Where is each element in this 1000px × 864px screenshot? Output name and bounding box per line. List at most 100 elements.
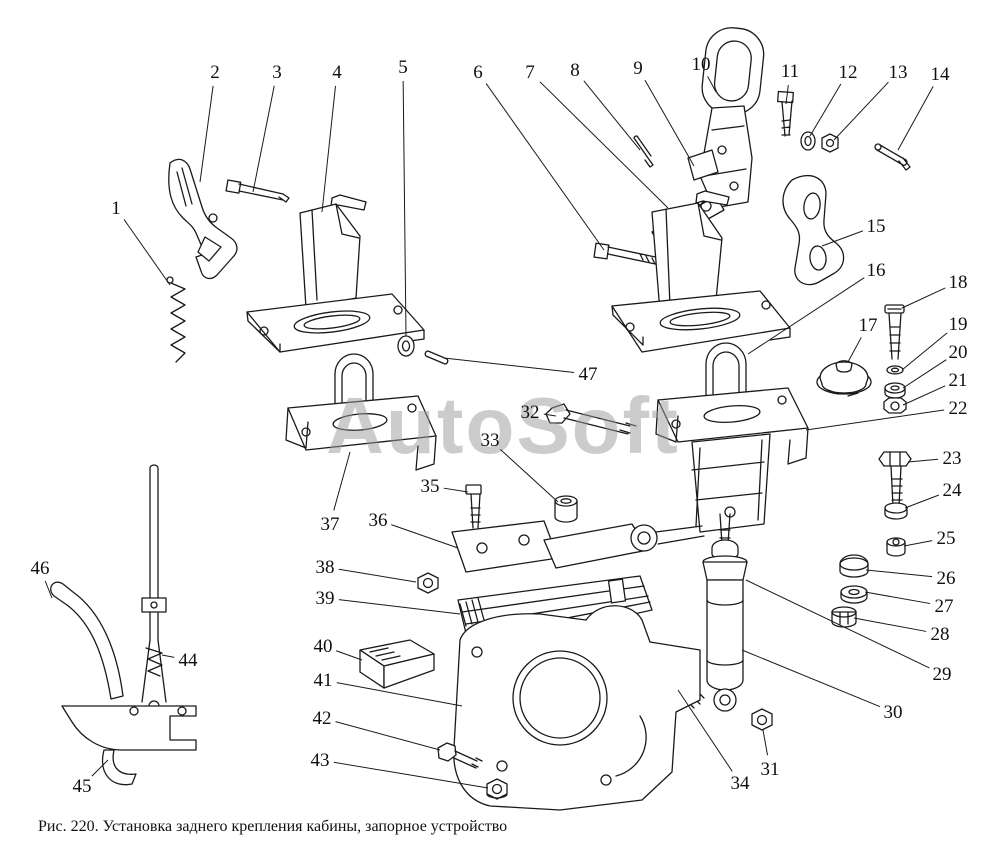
leader-line-2	[199, 85, 214, 183]
pin-part47	[424, 350, 449, 365]
guard-panel-part41	[453, 605, 701, 811]
leader-line-29	[745, 579, 930, 669]
bolt-part35	[465, 484, 482, 529]
leader-line-47	[443, 357, 575, 373]
leader-line-16	[747, 277, 865, 355]
leader-line-31	[762, 729, 769, 756]
nut-part21	[883, 397, 907, 414]
callout-label-45: 45	[73, 776, 92, 797]
callout-label-39: 39	[316, 588, 335, 609]
leader-line-10	[707, 76, 717, 93]
callout-label-7: 7	[525, 62, 535, 83]
nut-part31	[751, 708, 773, 731]
leader-line-14	[897, 86, 934, 151]
bracket-part4	[246, 194, 425, 353]
callout-label-9: 9	[633, 58, 643, 79]
leader-line-11	[785, 84, 789, 105]
nut-part28	[831, 606, 857, 628]
hook-bracket-part15	[782, 175, 845, 286]
hand-lever-part46	[50, 581, 124, 700]
bolt-part11	[777, 90, 794, 137]
leader-line-43	[333, 761, 489, 789]
washer-part24	[884, 502, 908, 520]
leader-line-28	[853, 617, 927, 632]
callout-label-36: 36	[369, 510, 388, 531]
leader-line-24	[904, 494, 940, 509]
callout-label-20: 20	[949, 342, 968, 363]
callout-label-13: 13	[889, 62, 908, 83]
bushing-part33	[554, 495, 578, 523]
callout-label-6: 6	[473, 62, 483, 83]
callout-label-37: 37	[321, 514, 340, 535]
callout-label-21: 21	[949, 370, 968, 391]
striker-block-part40	[359, 639, 435, 689]
leader-line-44	[161, 654, 175, 658]
callout-label-18: 18	[949, 272, 968, 293]
leader-line-21	[902, 385, 946, 406]
callout-label-29: 29	[933, 664, 952, 685]
callout-label-34: 34	[731, 773, 751, 794]
callout-label-12: 12	[839, 62, 858, 83]
leader-line-39	[338, 599, 461, 615]
callout-label-46: 46	[31, 558, 50, 579]
callout-label-14: 14	[931, 64, 951, 85]
bolt-part3	[225, 179, 290, 203]
lock-lever-part2	[168, 158, 238, 280]
leader-line-5	[402, 80, 407, 337]
leader-line-19	[901, 332, 948, 371]
release-lever-assembly	[50, 464, 197, 786]
leader-line-7	[539, 81, 669, 209]
callout-label-44: 44	[179, 650, 199, 671]
washer-part19	[886, 365, 904, 375]
callout-label-4: 4	[332, 62, 342, 83]
callout-label-11: 11	[781, 61, 799, 82]
callout-label-41: 41	[314, 670, 333, 691]
leader-line-42	[335, 721, 441, 751]
leader-line-32	[543, 413, 557, 417]
leader-line-34	[677, 689, 733, 772]
leader-line-8	[583, 80, 641, 151]
leader-line-27	[864, 591, 931, 605]
latch-arm	[543, 523, 705, 569]
callout-label-19: 19	[949, 314, 968, 335]
leader-line-9	[644, 79, 695, 167]
leader-line-20	[902, 359, 947, 389]
callout-label-42: 42	[313, 708, 332, 729]
screw-part18	[884, 304, 905, 360]
callout-label-22: 22	[949, 398, 968, 419]
callout-label-15: 15	[867, 216, 886, 237]
leader-line-33	[500, 449, 559, 503]
leader-line-26	[865, 569, 933, 578]
handle-loop-part10	[701, 27, 765, 115]
callout-label-25: 25	[937, 528, 956, 549]
cover-cap-part17	[816, 360, 872, 397]
leader-line-17	[847, 337, 862, 363]
leader-line-1	[123, 219, 171, 286]
washer-part12	[800, 131, 816, 151]
leader-line-37	[333, 451, 351, 511]
figure-caption: Рис. 220. Установка заднего крепления ка…	[38, 818, 508, 835]
callout-label-10: 10	[692, 54, 711, 75]
pin-part14	[874, 143, 911, 171]
callout-label-28: 28	[931, 624, 950, 645]
bracket-part-upper-right	[611, 190, 791, 353]
leader-line-36	[391, 524, 459, 549]
callout-label-26: 26	[937, 568, 956, 589]
leader-line-30	[741, 649, 881, 708]
nut-part38	[417, 572, 439, 594]
bolt-part42	[437, 742, 483, 769]
mount-bracket-part37	[285, 353, 437, 471]
callout-label-27: 27	[935, 596, 954, 617]
leader-line-6	[485, 83, 605, 251]
leader-line-13	[833, 81, 889, 141]
leader-line-12	[809, 83, 842, 137]
callout-label-23: 23	[943, 448, 962, 469]
leader-line-45	[91, 759, 109, 777]
leader-line-25	[903, 540, 933, 547]
callout-label-47: 47	[579, 364, 598, 385]
leader-line-46	[44, 580, 53, 599]
callout-label-1: 1	[111, 198, 121, 219]
leader-line-15	[821, 230, 864, 247]
